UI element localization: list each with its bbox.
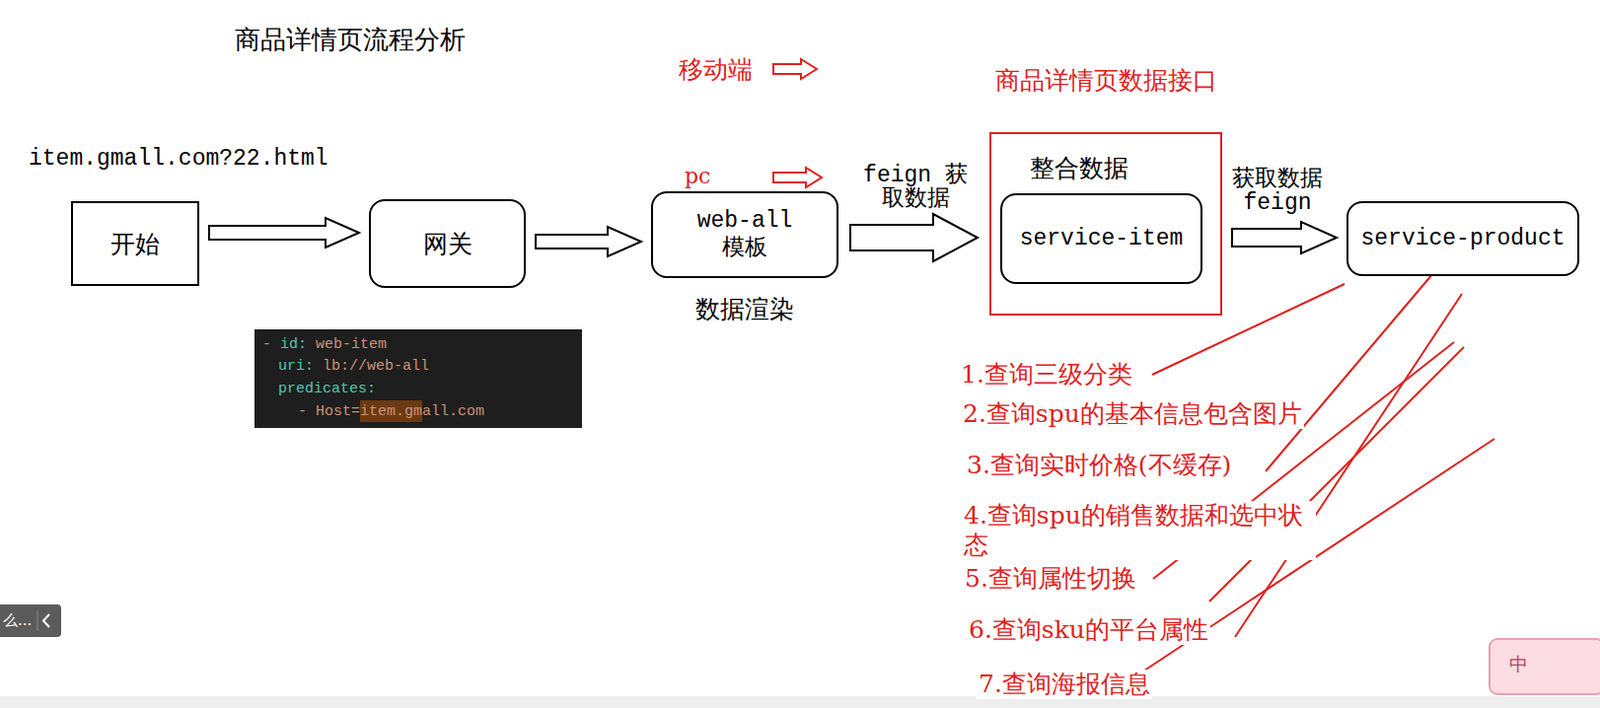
service-box: service-item — [1000, 193, 1203, 285]
code-snippet: - id: web-itemuri: lb://web-allpredicates:… — [254, 329, 582, 429]
edge-label: 获取数据 feign — [1223, 167, 1332, 216]
hollow-arrow — [850, 214, 978, 262]
service-box: service-product — [1346, 201, 1580, 277]
hollow-arrow — [773, 59, 817, 79]
url-text: item.gmall.com?22.html — [28, 145, 329, 173]
box-label: service-product — [1360, 224, 1565, 254]
edge-label: feign 获取数据 — [861, 163, 970, 212]
widget-divider — [37, 610, 39, 632]
box-label: service-item — [1019, 224, 1184, 254]
leader-line — [1209, 347, 1464, 602]
bottom-band — [0, 696, 1600, 708]
start-box: 开始 — [71, 201, 200, 287]
widget-text: 么... — [2, 611, 32, 630]
diagram-title: 商品详情页流程分析 — [234, 23, 466, 56]
hollow-arrow — [773, 167, 822, 188]
gateway-box: 网关 — [368, 199, 526, 289]
template-box: web-all 模板数据渲染 — [651, 191, 839, 279]
annotation: 移动端 — [678, 55, 753, 85]
code-value: lb://web-all — [322, 357, 430, 377]
code-key: - id: — [262, 335, 307, 356]
side-widget — [0, 604, 62, 638]
frame-title: 商品详情页数据接口 — [995, 65, 1218, 96]
leader-line — [1152, 284, 1345, 375]
code-value: web-item — [315, 335, 387, 356]
leader-line — [1235, 293, 1462, 638]
list-item: 2.查询spu的基本信息包含图片 — [960, 399, 1305, 430]
list-item: 7.查询海报信息 — [976, 669, 1153, 700]
list-item: 3.查询实时价格(不缓存) — [964, 450, 1234, 481]
box-label: web-all 模板 — [685, 207, 804, 263]
list-item: 5.查询属性切换 — [962, 564, 1139, 594]
hollow-arrow — [1232, 221, 1337, 254]
list-item: 4.查询spu的销售数据和选中状态 — [961, 501, 1316, 561]
ime-text: 中 — [1509, 653, 1528, 676]
hollow-arrow — [535, 226, 642, 257]
hollow-arrow — [209, 218, 360, 248]
ime-icon — [1489, 639, 1600, 695]
leader-line — [1265, 273, 1434, 472]
code-key: predicates: — [278, 379, 376, 400]
box-label: 网关 — [423, 228, 473, 260]
box-label: 开始 — [110, 228, 160, 260]
frame-label: 整合数据 — [1029, 152, 1129, 184]
interface-frame: 商品详情页数据接口整合数据service-item — [989, 132, 1223, 316]
chevron-icon — [43, 614, 50, 628]
box-caption: 数据渲染 — [653, 293, 837, 325]
code-value: - Host=item.gmall.com — [297, 402, 485, 423]
annotation: pc — [684, 163, 711, 190]
list-item: 6.查询sku的平台属性 — [966, 615, 1211, 646]
code-key: uri: — [278, 357, 314, 377]
list-item: 1.查询三级分类 — [958, 360, 1135, 390]
